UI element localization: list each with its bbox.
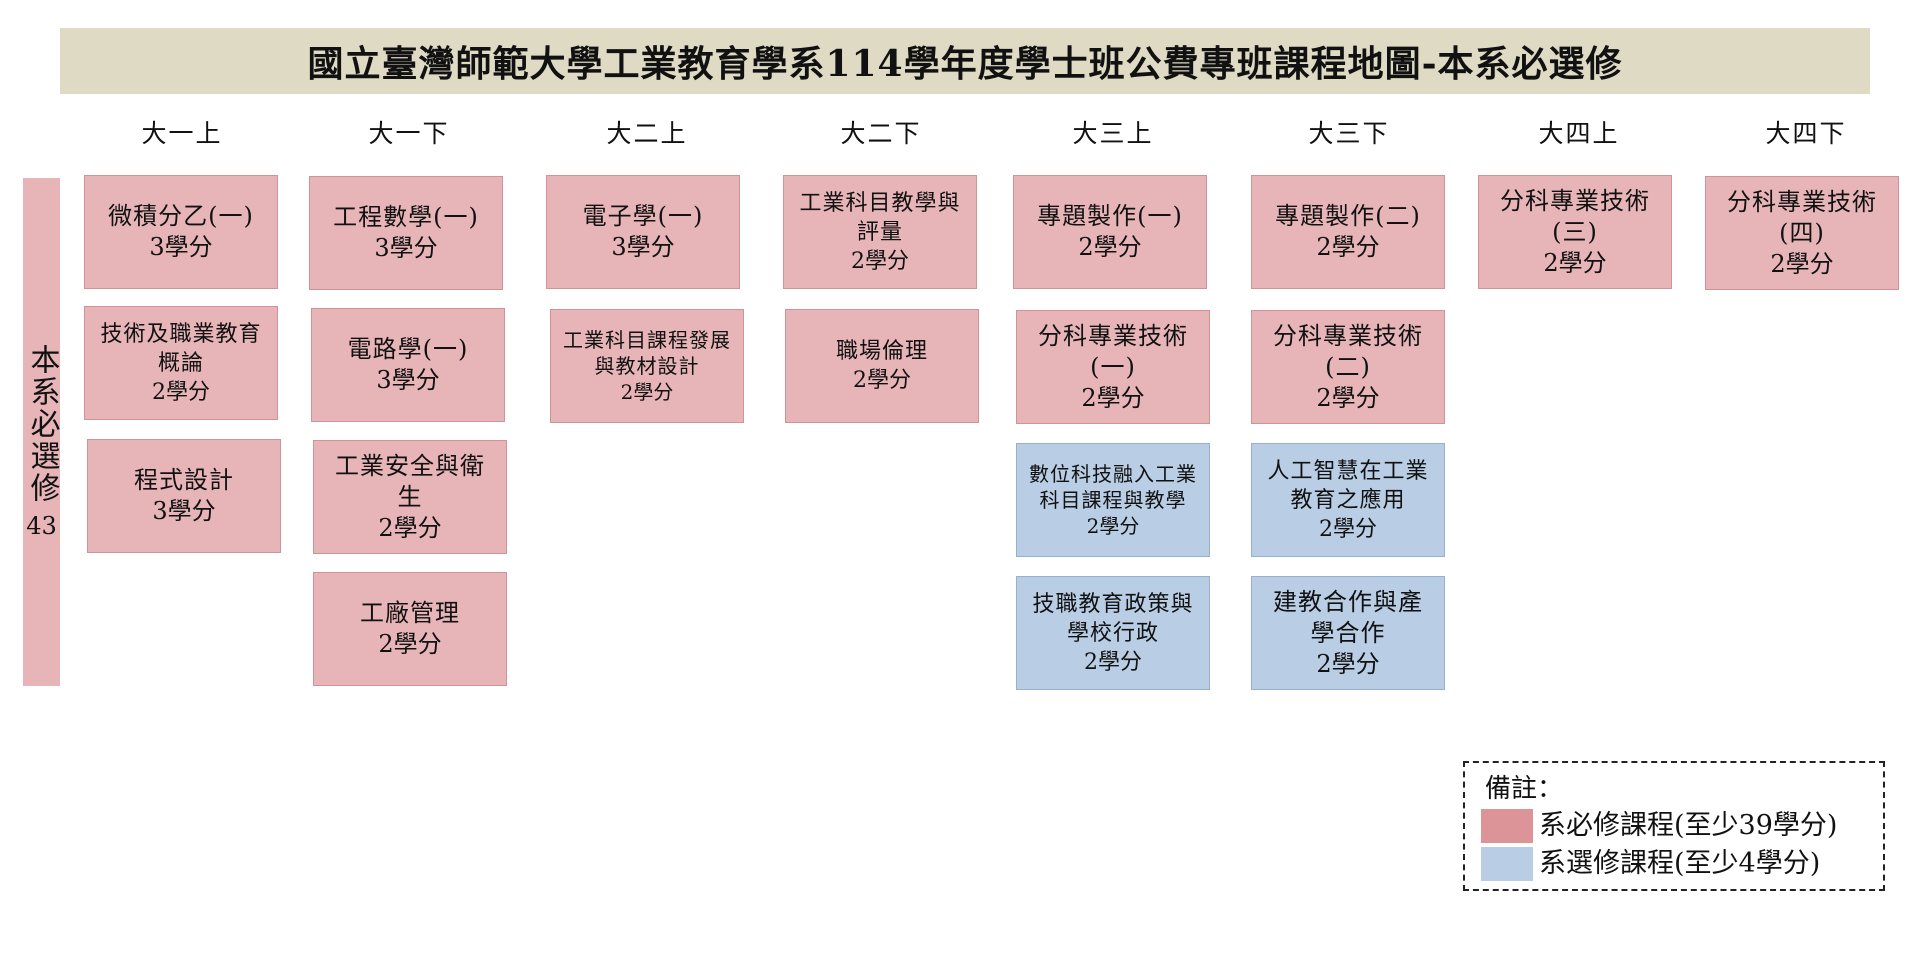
- course-name: 電子學(一): [582, 202, 704, 230]
- course-box: 分科專業技術(一) 2學分: [1016, 310, 1210, 424]
- course-credits: 2學分: [853, 368, 911, 393]
- course-name: 技職教育政策與學校行政: [1032, 591, 1194, 646]
- course-credits: 2學分: [1084, 649, 1142, 675]
- course-credits: 2學分: [1081, 383, 1145, 412]
- semester-header: 大二上: [606, 119, 688, 148]
- course-credits: 2學分: [1078, 233, 1142, 261]
- course-box: 數位科技融入工業科目課程與教學 2學分: [1016, 443, 1210, 557]
- course-credits: 3學分: [152, 497, 216, 525]
- course-credits: 2學分: [1316, 649, 1380, 678]
- course-credits: 2學分: [1316, 233, 1380, 261]
- course-name: 專題製作(二): [1275, 202, 1421, 230]
- course-box: 工業科目課程發展與教材設計 2學分: [550, 309, 744, 423]
- legend-item-elective: 系選修課程(至少4學分): [1481, 847, 1867, 881]
- course-name: 工廠管理: [360, 599, 460, 627]
- course-name: 建教合作與產學合作: [1273, 587, 1423, 647]
- course-credits: 2學分: [378, 630, 442, 658]
- course-credits: 3學分: [376, 366, 440, 394]
- sidebar-category-label: 本系必選修: [24, 344, 60, 504]
- course-credits: 3學分: [149, 233, 213, 261]
- course-name: 工程數學(一): [333, 203, 479, 231]
- course-credits: 2學分: [378, 513, 442, 542]
- course-name: 專題製作(一): [1037, 202, 1183, 230]
- page-title: 國立臺灣師範大學工業教育學系114學年度學士班公費專班課程地圖-本系必選修: [307, 43, 1623, 85]
- course-box: 人工智慧在工業教育之應用 2學分: [1251, 443, 1445, 557]
- semester-header: 大一下: [368, 119, 450, 148]
- course-name: 職場倫理: [835, 339, 928, 364]
- course-credits: 2學分: [851, 248, 909, 274]
- semester-header: 大三下: [1308, 119, 1390, 148]
- course-name: 工業科目教學與評量: [799, 190, 961, 245]
- course-name: 微積分乙(一): [108, 202, 254, 230]
- legend-title: 備註：: [1485, 774, 1564, 804]
- course-name: 工業科目課程發展與教材設計: [563, 328, 731, 378]
- course-box: 建教合作與產學合作 2學分: [1251, 576, 1445, 690]
- course-credits: 3學分: [611, 233, 675, 261]
- legend-item-required: 系必修課程(至少39學分): [1481, 809, 1867, 843]
- legend-label-elective: 系選修課程(至少4學分): [1539, 848, 1821, 879]
- course-credits: 2學分: [1543, 248, 1607, 277]
- course-box: 分科專業技術(四) 2學分: [1705, 176, 1899, 290]
- course-name: 分科專業技術(三): [1500, 186, 1650, 246]
- course-name: 分科專業技術(二): [1273, 321, 1423, 381]
- course-box: 電子學(一) 3學分: [546, 175, 740, 289]
- course-box: 分科專業技術(二) 2學分: [1251, 310, 1445, 424]
- legend-label-required: 系必修課程(至少39學分): [1539, 810, 1838, 841]
- course-box: 分科專業技術(三) 2學分: [1478, 175, 1672, 289]
- course-box: 技術及職業教育概論 2學分: [84, 306, 278, 420]
- course-box: 微積分乙(一) 3學分: [84, 175, 278, 289]
- legend-swatch-required: [1481, 809, 1533, 843]
- course-name: 技術及職業教育概論: [100, 321, 262, 376]
- semester-header: 大一上: [141, 119, 223, 148]
- semester-header: 大四上: [1538, 119, 1620, 148]
- course-name: 分科專業技術(一): [1038, 321, 1188, 381]
- semester-header: 大四下: [1765, 119, 1847, 148]
- course-box: 工程數學(一) 3學分: [309, 176, 503, 290]
- course-name: 工業安全與衛生: [335, 451, 485, 511]
- course-credits: 2學分: [620, 380, 674, 404]
- legend-swatch-elective: [1481, 847, 1533, 881]
- course-name: 數位科技融入工業科目課程與教學: [1029, 462, 1197, 512]
- semester-header: 大三上: [1072, 119, 1154, 148]
- course-box: 程式設計 3學分: [87, 439, 281, 553]
- course-box: 工廠管理 2學分: [313, 572, 507, 686]
- course-box: 職場倫理 2學分: [785, 309, 979, 423]
- sidebar-category-count: 43: [26, 512, 57, 540]
- course-name: 程式設計: [134, 466, 234, 494]
- legend: 備註： 系必修課程(至少39學分) 系選修課程(至少4學分): [1463, 761, 1885, 891]
- course-name: 電路學(一): [347, 335, 469, 363]
- sidebar-category: 本系必選修 43: [23, 178, 60, 686]
- course-box: 工業科目教學與評量 2學分: [783, 175, 977, 289]
- title-banner: 國立臺灣師範大學工業教育學系114學年度學士班公費專班課程地圖-本系必選修: [60, 28, 1870, 94]
- course-credits: 2學分: [1770, 249, 1834, 278]
- course-credits: 2學分: [1086, 514, 1140, 538]
- course-box: 技職教育政策與學校行政 2學分: [1016, 576, 1210, 690]
- course-box: 專題製作(二) 2學分: [1251, 175, 1445, 289]
- course-credits: 3學分: [374, 234, 438, 262]
- course-credits: 2學分: [152, 379, 210, 405]
- semester-header: 大二下: [840, 119, 922, 148]
- course-credits: 2學分: [1316, 383, 1380, 412]
- course-name: 分科專業技術(四): [1727, 187, 1877, 247]
- course-credits: 2學分: [1319, 516, 1377, 542]
- course-box: 專題製作(一) 2學分: [1013, 175, 1207, 289]
- course-box: 工業安全與衛生 2學分: [313, 440, 507, 554]
- course-name: 人工智慧在工業教育之應用: [1267, 458, 1429, 513]
- course-box: 電路學(一) 3學分: [311, 308, 505, 422]
